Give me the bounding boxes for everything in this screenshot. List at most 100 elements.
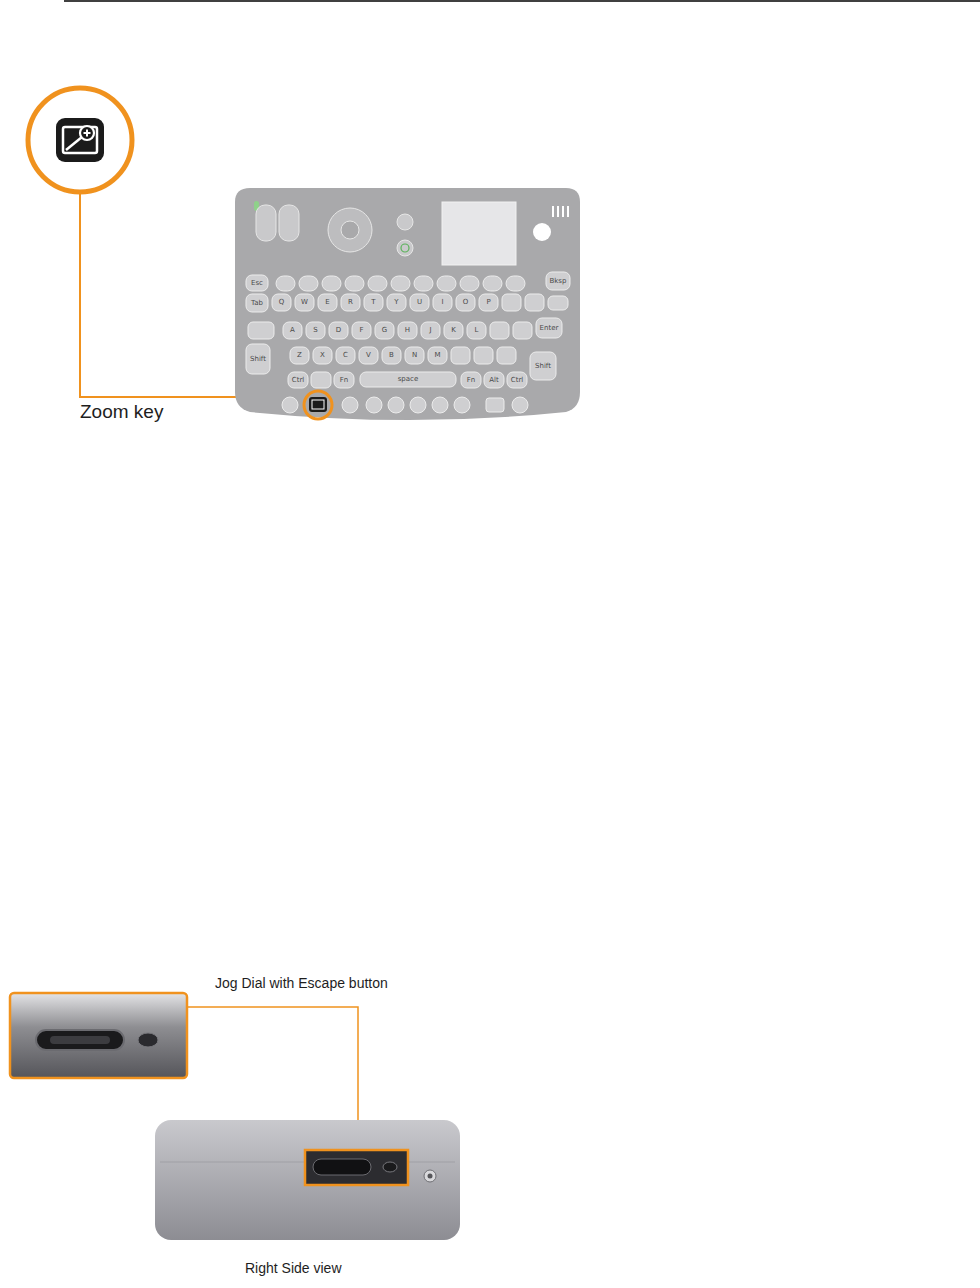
key-label: Z <box>290 347 309 364</box>
keyboard-key <box>414 276 433 291</box>
key-label: T <box>364 294 383 311</box>
mouse-button <box>256 205 276 241</box>
function-key <box>512 397 528 413</box>
key-label: G <box>375 322 394 339</box>
keyboard-key <box>502 294 521 311</box>
key-label: L <box>467 322 486 339</box>
keyboard-key <box>276 276 295 291</box>
key-label: I <box>433 294 452 311</box>
keyboard-key <box>444 322 463 339</box>
key-label: R <box>341 294 360 311</box>
keyboard-key <box>352 322 371 339</box>
keyboard-key <box>467 322 486 339</box>
keyboard-key <box>546 272 570 290</box>
zoom-key-icon <box>312 400 324 409</box>
keyboard-key <box>421 322 440 339</box>
key-label: Alt <box>484 372 504 388</box>
keyboard-key <box>451 347 470 364</box>
zoom-key <box>309 397 327 412</box>
function-key <box>410 397 426 413</box>
keyboard-key <box>246 294 268 312</box>
key-group <box>246 272 570 388</box>
mouse-button <box>279 205 299 241</box>
key-label: U <box>410 294 429 311</box>
keyboard-key <box>525 294 544 311</box>
keyboard-key <box>490 322 509 339</box>
key-label: X <box>313 347 332 364</box>
function-key <box>282 397 298 413</box>
jog-dial-box <box>305 1150 408 1185</box>
keyboard-key <box>513 322 532 339</box>
keyboard-key <box>398 322 417 339</box>
keyboard-key <box>405 347 424 364</box>
keyboard-key <box>246 275 268 291</box>
keyboard-key <box>497 347 516 364</box>
keyboard-key <box>461 372 481 388</box>
power-symbol <box>401 244 409 252</box>
key-label: Q <box>272 294 291 311</box>
keyboard-key <box>313 347 332 364</box>
keyboard-key <box>364 294 383 311</box>
keyboard-key <box>295 294 314 311</box>
keyboard-key <box>359 347 378 364</box>
keyboard-key <box>334 372 354 388</box>
audio-jack <box>424 1170 436 1182</box>
key-label: Shift <box>246 344 270 374</box>
direction-pad <box>328 208 372 252</box>
keyboard-key <box>479 294 498 311</box>
keyboard-key <box>530 352 556 380</box>
key-label: D <box>329 322 348 339</box>
function-key <box>432 397 448 413</box>
touchpad <box>442 202 516 265</box>
zoom-icon-handle <box>66 137 82 150</box>
signal-bar <box>567 206 569 217</box>
escape-button <box>383 1162 397 1172</box>
icon-ring <box>28 88 132 192</box>
key-label: W <box>295 294 314 311</box>
keyboard-key <box>428 347 447 364</box>
key-label: Tab <box>246 294 268 312</box>
key-label: Bksp <box>546 272 570 290</box>
keyboard-key <box>437 276 456 291</box>
callout-label: Jog Dial with Escape button <box>215 975 388 991</box>
keyboard-key <box>433 294 452 311</box>
keyboard-key <box>336 347 355 364</box>
key-label: E <box>318 294 337 311</box>
jog-dial <box>36 1030 124 1050</box>
keyboard-body <box>235 188 580 420</box>
keyboard-key <box>483 276 502 291</box>
key-label: Fn <box>461 372 481 388</box>
key-label: Enter <box>536 318 562 338</box>
key-label: Ctrl <box>288 372 308 388</box>
key-label: C <box>336 347 355 364</box>
key-label: space <box>360 372 456 387</box>
keyboard-key <box>318 294 337 311</box>
key-label: S <box>306 322 325 339</box>
keyboard-key <box>506 276 525 291</box>
view-caption: Right Side view <box>245 1260 342 1276</box>
keyboard-key <box>322 276 341 291</box>
jog-dial <box>313 1159 371 1175</box>
keyboard-key <box>382 347 401 364</box>
keyboard-key <box>368 276 387 291</box>
zoom-icon-lens <box>80 126 94 140</box>
keyboard-key <box>548 296 568 310</box>
function-key <box>342 397 358 413</box>
key-label: M <box>428 347 447 364</box>
header-rule <box>64 0 980 2</box>
keyboard-key <box>460 276 479 291</box>
keyboard-key <box>456 294 475 311</box>
function-key <box>486 398 504 412</box>
inset-photo <box>10 993 187 1078</box>
signal-bar <box>562 206 564 217</box>
function-key <box>454 397 470 413</box>
keyboard-key <box>272 294 291 311</box>
key-label: F <box>352 322 371 339</box>
keyboard-key <box>387 294 406 311</box>
keyboard-key <box>299 276 318 291</box>
keyboard-key <box>246 344 270 374</box>
key-label: V <box>359 347 378 364</box>
signal-bar <box>557 206 559 217</box>
